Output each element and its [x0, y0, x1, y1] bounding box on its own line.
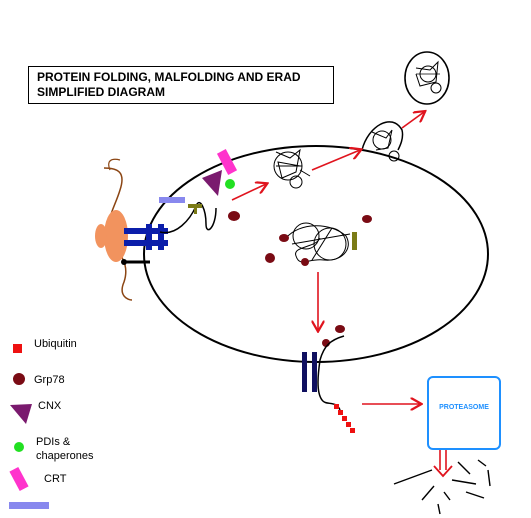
mrna-strand-tail: [108, 158, 121, 171]
arrow-to-vesicle: [401, 112, 424, 129]
grp78-dot-6: [335, 325, 345, 333]
translocon-right: [158, 224, 164, 250]
grp78-dot-3: [265, 253, 275, 263]
nascent-chain: [159, 201, 217, 234]
ribosome-large-subunit: [104, 210, 128, 262]
ubiquitin-2: [338, 410, 343, 415]
exiting-chain: [317, 335, 345, 411]
signal-bar-end: [121, 259, 127, 265]
ubiquitin-3: [342, 416, 347, 421]
pdi-circle: [225, 179, 235, 189]
legend-pdi-label-1: PDIs &: [36, 436, 71, 448]
legend-pdi-label-2: chaperones: [36, 450, 94, 462]
grp78-dot-5: [301, 258, 309, 266]
legend-grp78-label: Grp78: [34, 374, 65, 386]
retrotranslocon-right: [312, 352, 317, 392]
legend-pdi-icon: [14, 442, 24, 452]
legend-cnx-icon: [10, 404, 32, 424]
grp78-dot-4: [362, 215, 372, 223]
budding-protein: [371, 129, 400, 162]
folding-protein: [273, 148, 311, 189]
proteasome-output-arrowhead: [433, 465, 453, 478]
title-line-2: SIMPLIFIED DIAGRAM: [37, 85, 165, 99]
legend-ubiquitin-icon: [13, 344, 22, 353]
membrane-marker: [159, 197, 185, 203]
cnx-triangle: [202, 170, 222, 196]
arrow-to-bud: [311, 150, 360, 171]
ubiquitin-4: [346, 422, 351, 427]
legend-crt-icon: [9, 466, 29, 492]
legend-grp78-icon: [13, 373, 25, 385]
ubiquitin-1: [334, 404, 339, 409]
title-line-1: PROTEIN FOLDING, MALFOLDING AND ERAD: [37, 70, 301, 84]
legend-cnx-label: CNX: [38, 400, 62, 412]
proteasome-box: PROTEASOME: [427, 376, 501, 450]
proteasome-label: PROTEASOME: [439, 404, 489, 411]
ubiquitin-5: [350, 428, 355, 433]
crt-block: [216, 149, 238, 175]
arrow-to-folding: [231, 184, 266, 201]
retrotranslocon-left: [302, 352, 307, 392]
legend-membrane-icon: [9, 502, 49, 509]
er-budding-bulge: [361, 121, 404, 151]
title-box: PROTEIN FOLDING, MALFOLDING AND ERAD SIM…: [28, 66, 334, 104]
ribosome-small-subunit: [95, 224, 107, 248]
peptide-fragments: [393, 459, 491, 515]
legend-crt-label: CRT: [44, 473, 67, 485]
secretory-vesicle: [404, 51, 450, 105]
grp78-dot-1: [228, 211, 240, 221]
misfolded-protein: [285, 222, 357, 263]
glycan-marker-stem: [194, 204, 197, 214]
translocon-left: [146, 224, 152, 250]
legend-ubiquitin-label: Ubiquitin: [34, 338, 77, 350]
grp78-dot-2: [279, 234, 289, 242]
